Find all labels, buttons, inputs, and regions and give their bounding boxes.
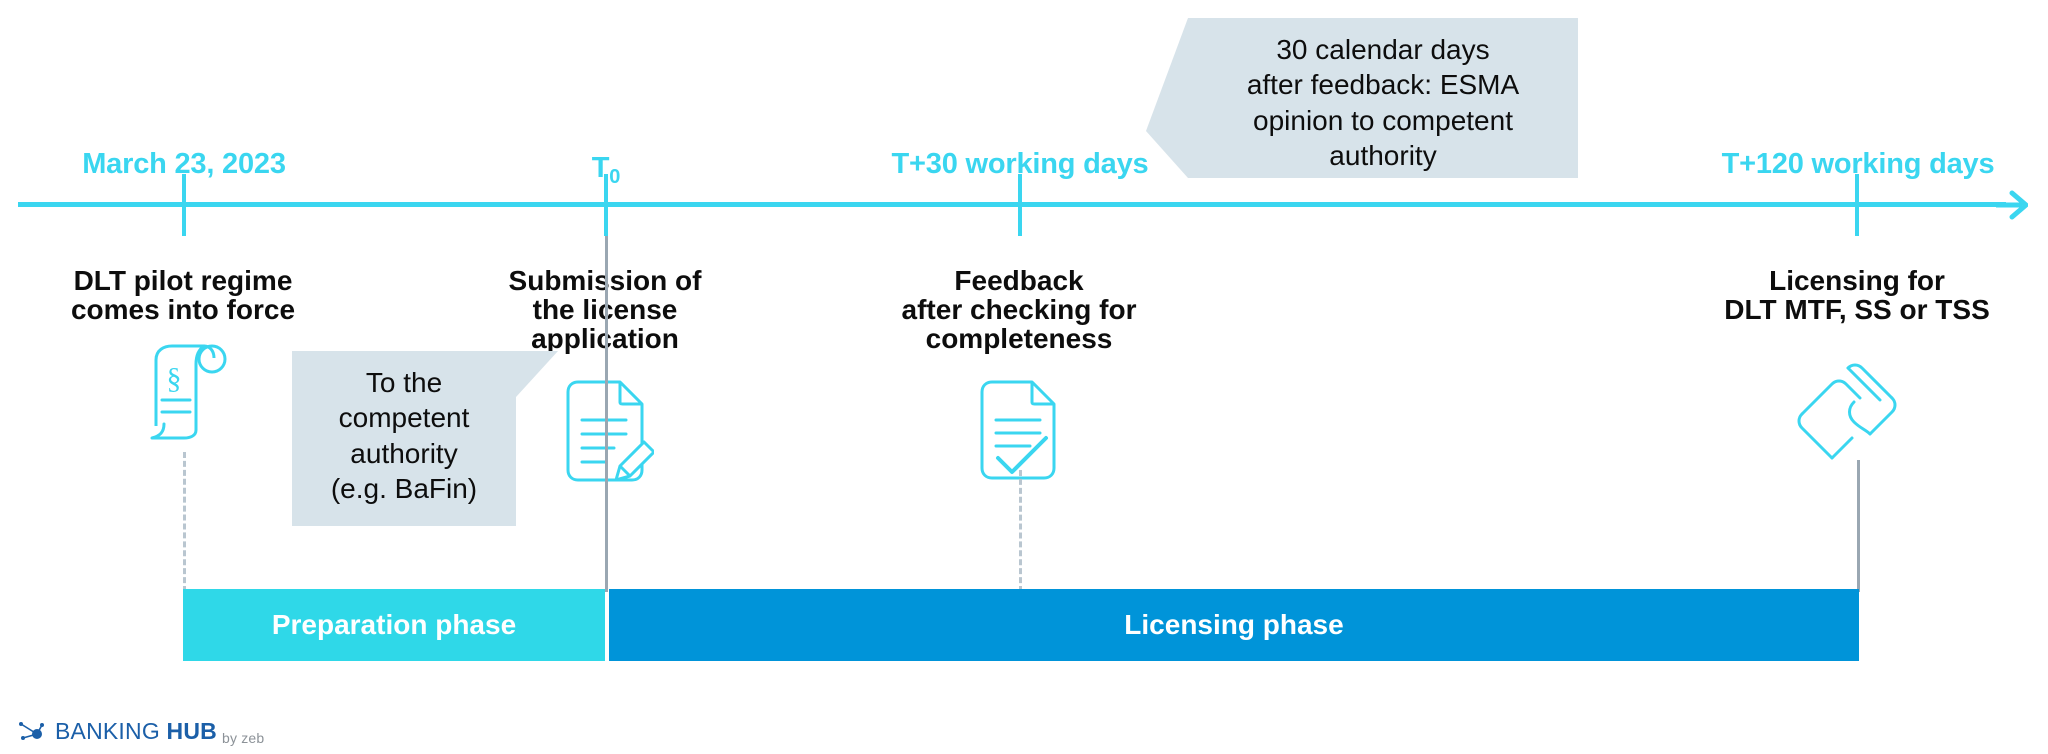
logo-byline: by zeb (221, 730, 265, 746)
callout-2-line-4: authority (1329, 139, 1437, 171)
phase-bar-preparation: Preparation phase (183, 589, 605, 661)
date-label-subscript-2: 0 (609, 166, 621, 188)
connector-milestone-2 (605, 236, 608, 592)
callout-1-line-2: competent (338, 402, 470, 434)
callout-1-line-3: authority (350, 437, 458, 469)
phase-bar-licensing-label: Licensing phase (1124, 609, 1344, 640)
tick-milestone-4 (1855, 174, 1859, 236)
callout-1-line-4: (e.g. BaFin) (330, 472, 478, 504)
connector-milestone-4 (1857, 460, 1860, 592)
milestone-caption-4: Licensing for DLT MTF, SS or TSS (1724, 266, 1989, 324)
callout-1-line-1: To the (365, 367, 443, 398)
svg-text:§: § (167, 362, 182, 395)
connector-milestone-3 (1019, 470, 1022, 592)
callout-esma-opinion: 30 calendar days after feedback: ESMA op… (1188, 18, 1578, 178)
timeline-arrow-icon (1996, 190, 2028, 220)
tick-milestone-3 (1018, 174, 1022, 236)
callout-1-tail-icon (516, 351, 558, 397)
callout-2-line-1: 30 calendar days (1276, 34, 1490, 65)
callout-2-line-3: opinion to competent (1253, 104, 1513, 136)
document-check-icon (974, 380, 1062, 480)
caption-line-4a: Licensing for (1769, 265, 1945, 296)
date-label-milestone-3: T+30 working days (892, 148, 1149, 181)
banking-hub-mark-icon (19, 721, 44, 740)
caption-line-1b: comes into force (70, 294, 296, 326)
phase-bar-preparation-label: Preparation phase (271, 609, 517, 640)
date-label-text-2: T (591, 152, 610, 184)
logo-brand-bold: HUB (166, 718, 217, 744)
date-label-milestone-4: T+120 working days (1722, 148, 1995, 181)
caption-line-1a: DLT pilot regime (73, 265, 293, 296)
caption-line-3b: after checking for (901, 294, 1137, 326)
caption-line-4b: DLT MTF, SS or TSS (1724, 294, 1990, 326)
date-label-text-1: March 23, 2023 (82, 148, 286, 180)
caption-line-3a: Feedback (954, 265, 1084, 296)
caption-line-3c: completeness (925, 323, 1113, 355)
date-label-text-4: T+120 working days (1721, 148, 1995, 180)
callout-competent-authority: To the competent authority (e.g. BaFin) (292, 351, 516, 526)
caption-line-2b: the license (532, 294, 678, 326)
logo-brand-light: BANKING (55, 718, 167, 744)
connector-milestone-1 (183, 452, 186, 592)
milestone-caption-3: Feedback after checking for completeness (902, 266, 1137, 353)
caption-line-2c: application (531, 323, 679, 355)
date-label-text-3: T+30 working days (891, 148, 1149, 180)
handshake-icon (1796, 358, 1916, 468)
date-label-milestone-1: March 23, 2023 (82, 148, 286, 181)
scroll-paragraph-icon: § (138, 342, 234, 442)
timeline-axis-line (18, 202, 2006, 207)
document-pen-icon (558, 380, 656, 482)
callout-2-line-2: after feedback: ESMA (1246, 69, 1520, 101)
tick-milestone-1 (182, 174, 186, 236)
date-label-milestone-2: T0 (591, 152, 621, 188)
phase-bar-licensing: Licensing phase (609, 589, 1859, 661)
tick-milestone-2 (604, 174, 608, 236)
callout-2-tail-icon (1146, 18, 1188, 178)
milestone-caption-1: DLT pilot regime comes into force (71, 266, 295, 324)
